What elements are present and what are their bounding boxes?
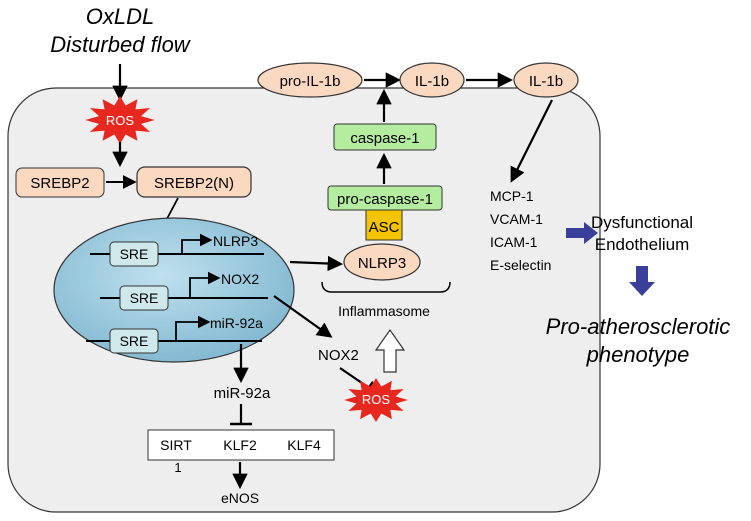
targets-box <box>147 429 335 461</box>
mir92a-out-label: miR-92a <box>214 385 271 402</box>
srebp2n-label: SREBP2(N) <box>154 175 234 192</box>
gene-nlrp3: NLRP3 <box>213 233 258 249</box>
pro-il1b-label: pro-IL-1b <box>280 73 341 90</box>
inflammasome-bracket <box>321 281 451 293</box>
sre-box-1 <box>109 241 159 267</box>
adhesion-mcp1: MCP-1 <box>490 188 534 204</box>
srebp2-label: SREBP2 <box>30 175 89 192</box>
input-oxldl: OxLDL <box>86 4 154 29</box>
nlrp3-inflammasome-label: NLRP3 <box>358 255 406 272</box>
asc-label: ASC <box>369 219 400 236</box>
phenotype-line2: phenotype <box>586 342 690 367</box>
target-sirt: SIRT <box>160 437 192 453</box>
il1b-node-a <box>399 62 465 98</box>
sre-label-1: SRE <box>120 246 149 262</box>
sre-box-3 <box>109 328 159 354</box>
dysfunction-line1: Dysfunctional <box>591 213 693 232</box>
adhesion-icam1: ICAM-1 <box>490 234 538 250</box>
gene-nox2: NOX2 <box>221 271 259 287</box>
asc-box <box>365 209 403 241</box>
sre-label-2: SRE <box>130 290 159 306</box>
blue-arrow-down <box>629 266 655 296</box>
il1b-label-a: IL-1b <box>415 73 449 90</box>
phenotype-line1: Pro-atherosclerotic <box>546 314 731 339</box>
ros-burst-top: ROS <box>85 96 155 144</box>
target-sirt-number: 1 <box>174 460 181 475</box>
ros-top-label: ROS <box>106 113 135 128</box>
adhesion-eselectin: E-selectin <box>490 257 551 273</box>
arrow-il1b-to-adhesion <box>510 99 553 183</box>
arrow-nox2-out <box>273 295 333 338</box>
adhesion-vcam1: VCAM-1 <box>490 211 543 227</box>
sre-label-3: SRE <box>120 333 149 349</box>
ros-bottom-label: ROS <box>362 392 391 407</box>
hollow-arrow-ros-to-inflammasome <box>374 328 406 373</box>
srebp2n-box <box>136 166 252 198</box>
gene-mir92a: miR-92a <box>210 315 263 331</box>
nlrp3-inflammasome <box>343 243 421 281</box>
il1b-node-b <box>513 62 579 98</box>
tss-arrow-nox2 <box>189 271 221 298</box>
nox2-out-label: NOX2 <box>318 347 359 364</box>
sre-box-2 <box>119 285 169 311</box>
pro-il1b-node <box>257 62 363 98</box>
srebp2-box <box>15 167 105 198</box>
tss-arrow-nlrp3 <box>181 233 213 254</box>
target-klf2: KLF2 <box>223 437 257 453</box>
enos-label: eNOS <box>221 490 259 506</box>
target-klf4: KLF4 <box>287 437 321 453</box>
pro-caspase-label: pro-caspase-1 <box>337 191 433 208</box>
ros-burst-bottom: ROS <box>344 378 408 422</box>
tss-arrow-mir92a <box>175 315 211 341</box>
dysfunction-line2: Endothelium <box>595 235 690 254</box>
caspase-box <box>333 123 437 151</box>
pro-caspase-box <box>327 185 443 211</box>
arrow-nlrp3-to-inflammasome <box>289 255 344 272</box>
il1b-label-b: IL-1b <box>529 73 563 90</box>
inflammasome-label: Inflammasome <box>338 303 430 319</box>
caspase-label: caspase-1 <box>350 130 419 147</box>
input-disturbed-flow: Disturbed flow <box>50 32 192 57</box>
blue-arrow-right <box>566 222 598 244</box>
